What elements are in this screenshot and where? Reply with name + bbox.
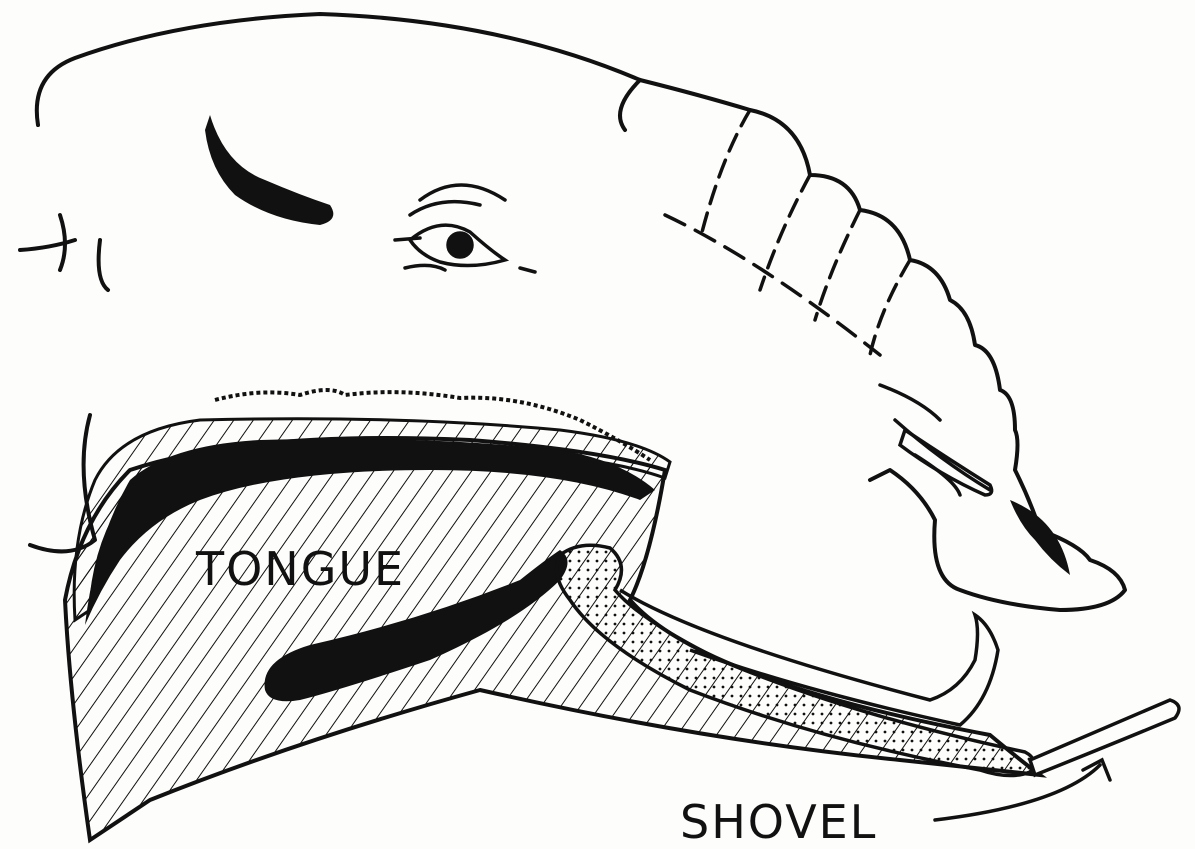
trunk-folds bbox=[665, 110, 990, 495]
lower-jaw bbox=[65, 438, 1040, 840]
tongue-label: TONGUE bbox=[195, 542, 405, 596]
brow-fold bbox=[205, 115, 333, 225]
eye bbox=[395, 185, 535, 272]
shovel-label: SHOVEL bbox=[680, 795, 877, 844]
